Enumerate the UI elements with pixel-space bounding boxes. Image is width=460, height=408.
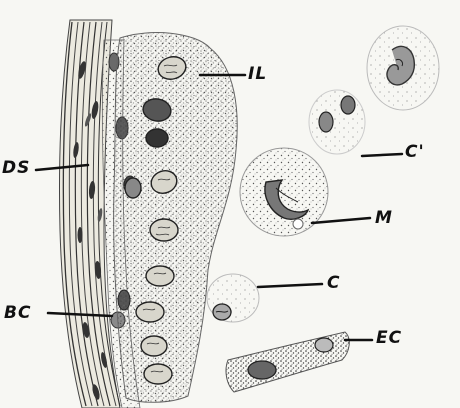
label-bc: BC — [4, 303, 31, 323]
free-cell-top-right — [367, 26, 439, 110]
label-ds: DS — [2, 158, 30, 178]
free-cell-c — [207, 274, 259, 322]
leader-c — [258, 284, 322, 287]
label-m: M — [375, 208, 393, 228]
label-il: IL — [248, 64, 267, 84]
label-c: C — [327, 273, 340, 293]
label-ec: EC — [376, 328, 402, 348]
interstitial-layer — [114, 33, 238, 403]
free-cell-c-prime — [309, 90, 365, 154]
leader-c-prime — [362, 154, 402, 156]
leader-m — [312, 218, 370, 223]
elongated-cell-ec — [226, 332, 349, 392]
label-c-prime: C' — [405, 142, 425, 162]
